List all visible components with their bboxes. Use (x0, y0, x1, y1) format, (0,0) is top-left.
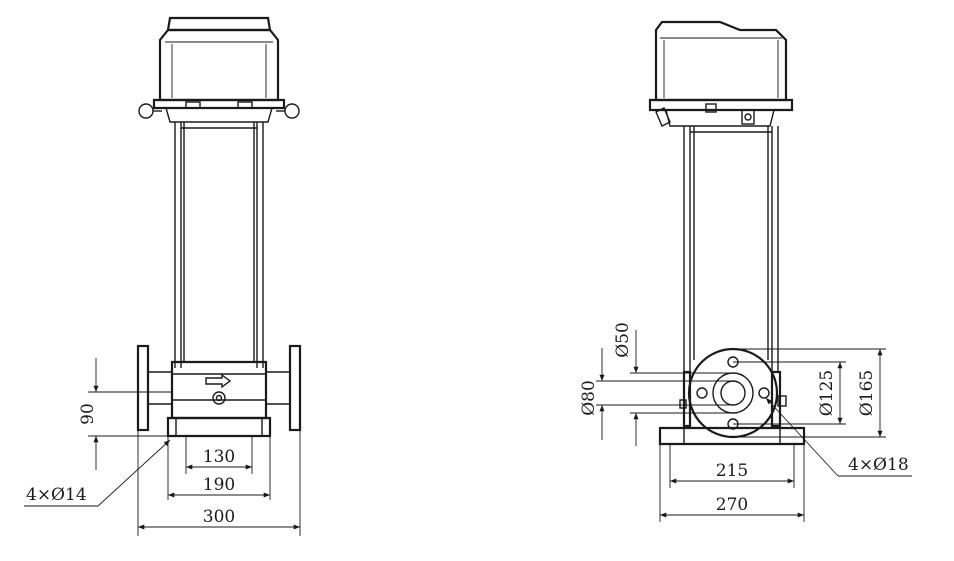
front-pump-body (136, 344, 302, 438)
side-dim-boltcircle-label: Ø125 (817, 370, 837, 416)
front-dim-height-label: 90 (78, 403, 98, 425)
front-dim-190-label: 190 (203, 475, 235, 495)
front-motor-head (138, 16, 300, 123)
side-dim-left: Ø50 Ø80 (579, 322, 733, 446)
front-dim-height: 90 (78, 358, 172, 470)
side-dim-inlet-label: Ø50 (613, 322, 633, 358)
front-dim-300-label: 300 (203, 507, 235, 527)
side-dim-270-label: 270 (716, 495, 748, 515)
front-column (174, 122, 264, 368)
side-hole-callout-label: 4×Ø18 (848, 455, 909, 475)
side-view: Ø50 Ø80 Ø125 Ø165 215 2 (579, 20, 912, 522)
side-dim-widths: 215 270 (659, 444, 805, 522)
side-dim-right: Ø125 Ø165 (733, 348, 886, 438)
front-dim-130-label: 130 (203, 447, 235, 467)
front-hole-callout-label: 4×Ø14 (26, 485, 87, 505)
front-dim-widths: 130 190 300 (137, 430, 301, 536)
front-view: 90 130 190 300 4×Ø14 (24, 16, 302, 536)
front-hole-callout: 4×Ø14 (24, 439, 171, 507)
side-motor-head (648, 20, 794, 127)
side-column (683, 126, 779, 372)
side-dim-outer-label: Ø165 (857, 370, 877, 416)
side-dim-215-label: 215 (716, 461, 748, 481)
side-hole-callout: 4×Ø18 (765, 397, 912, 477)
side-dim-bore-label: Ø80 (579, 380, 599, 416)
